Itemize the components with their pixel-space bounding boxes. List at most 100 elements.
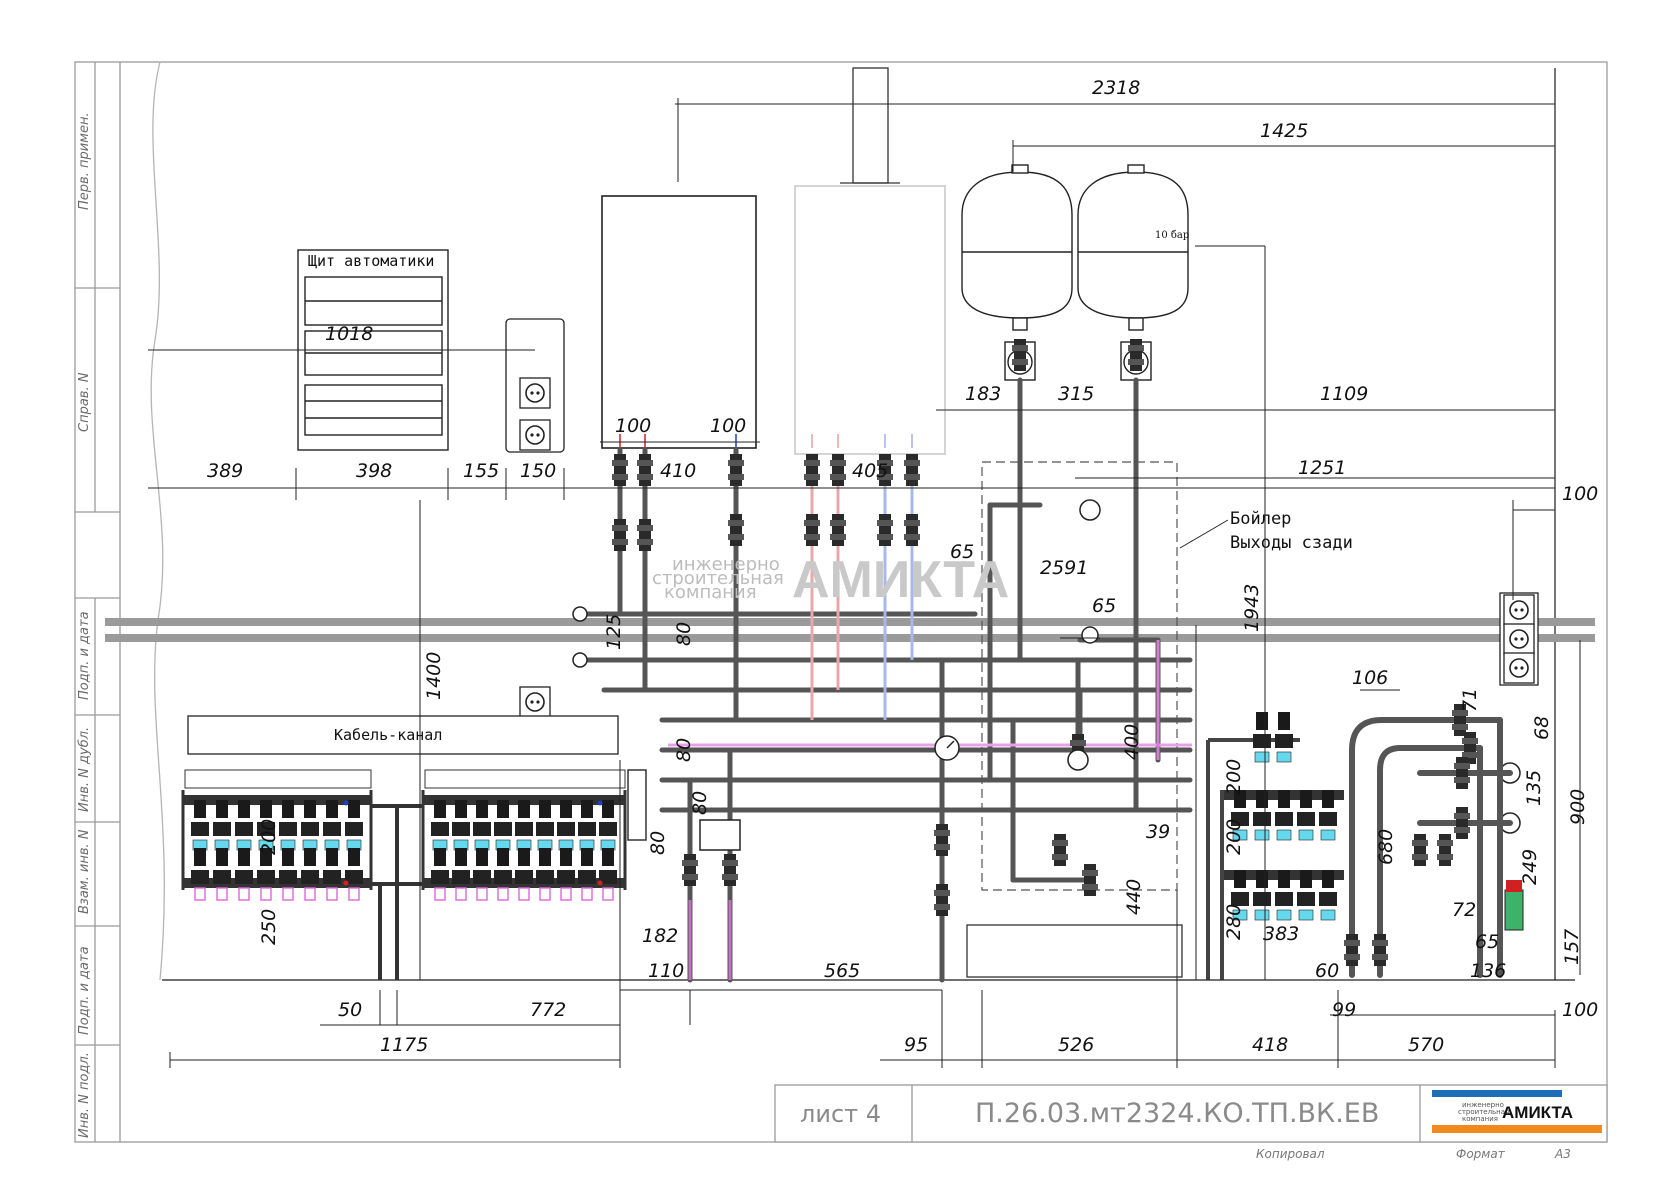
frame-side-labels: Перв. примен. Справ. N Подп. и дата Инв.… bbox=[77, 112, 92, 1138]
dim-565: 565 bbox=[824, 960, 860, 982]
dim-1943: 1943 bbox=[1241, 584, 1263, 632]
dim-100-a: 100 bbox=[615, 415, 651, 437]
dim-65-c: 65 bbox=[1475, 931, 1499, 953]
socket-box bbox=[505, 318, 565, 453]
company-logo: инженерно строительная компания АМИКТА bbox=[1432, 1090, 1602, 1133]
dim-39: 39 bbox=[1146, 821, 1170, 843]
dim-2318: 2318 bbox=[1092, 77, 1140, 99]
boiler-label-2: Выходы сзади bbox=[1230, 533, 1353, 553]
manifold-right bbox=[1206, 711, 1344, 980]
cable-channel bbox=[187, 715, 619, 755]
dim-183: 183 bbox=[965, 383, 1001, 405]
dim-2591: 2591 bbox=[1040, 557, 1088, 579]
dim-65-b: 65 bbox=[1092, 595, 1116, 617]
dim-200-c: 200 bbox=[1223, 819, 1245, 855]
side-label-dup: Инв. N дубл. bbox=[77, 727, 92, 812]
dim-1109: 1109 bbox=[1320, 383, 1368, 405]
dim-68: 68 bbox=[1531, 716, 1553, 740]
watermark-line2: строительная bbox=[652, 568, 784, 589]
side-label-sign-1: Подп. и дата bbox=[77, 611, 92, 700]
dim-71: 71 bbox=[1459, 688, 1481, 712]
dim-389: 389 bbox=[207, 460, 243, 482]
dimension-lines bbox=[148, 98, 1581, 1068]
manifold-left-link bbox=[371, 769, 647, 980]
boiler-electric bbox=[794, 185, 946, 455]
cable-channel-label: Кабель-канал bbox=[334, 726, 442, 744]
boiler-gas bbox=[601, 195, 757, 449]
dim-80-d: 80 bbox=[647, 831, 669, 855]
dim-99: 99 bbox=[1332, 999, 1356, 1021]
watermark: инженерно строительная компания АМИКТА bbox=[652, 551, 1009, 609]
manifold-left-b bbox=[421, 769, 627, 901]
chimney bbox=[840, 67, 900, 184]
format-label: Формат bbox=[1456, 1147, 1506, 1161]
dim-60: 60 bbox=[1315, 960, 1339, 982]
logo-brand: АМИКТА bbox=[1502, 1103, 1573, 1122]
dim-1425: 1425 bbox=[1260, 120, 1308, 142]
dim-400: 400 bbox=[1121, 724, 1143, 760]
logo-sub-1: инженерно bbox=[1462, 1101, 1504, 1109]
logo-sub-2: строительная bbox=[1458, 1108, 1509, 1116]
watermark-line1: инженерно bbox=[672, 554, 780, 575]
boiler-label-1: Бойлер bbox=[1230, 509, 1291, 529]
dim-200-a: 200 bbox=[1223, 759, 1245, 795]
right-socket-block bbox=[1499, 592, 1539, 686]
dim-249: 249 bbox=[1519, 849, 1541, 885]
dim-280: 280 bbox=[1223, 904, 1245, 940]
side-label-replace: Взам. инв. N bbox=[77, 829, 92, 914]
dim-440: 440 bbox=[1123, 879, 1145, 915]
sheet-number: лист 4 bbox=[800, 1100, 881, 1128]
cable-tray bbox=[105, 618, 1595, 642]
dim-250: 250 bbox=[258, 909, 280, 945]
side-label-ref: Справ. N bbox=[77, 372, 92, 432]
dim-398: 398 bbox=[356, 460, 392, 482]
side-label-first-use: Перв. примен. bbox=[77, 112, 92, 210]
dim-1018: 1018 bbox=[325, 323, 373, 345]
panel-label: Щит автоматики bbox=[308, 252, 434, 270]
dim-110: 110 bbox=[648, 960, 684, 982]
dim-80-b: 80 bbox=[673, 738, 695, 762]
logo-sub-3: компания bbox=[1462, 1115, 1498, 1123]
dim-772: 772 bbox=[530, 999, 566, 1021]
dim-106: 106 bbox=[1352, 667, 1388, 689]
boiler-label: Бойлер Выходы сзади bbox=[1179, 509, 1353, 553]
dim-65-a: 65 bbox=[950, 541, 974, 563]
dim-135: 135 bbox=[1523, 770, 1545, 806]
dim-680: 680 bbox=[1375, 829, 1397, 865]
tank-pressure-label: 10 бар bbox=[1155, 230, 1189, 241]
automation-panel bbox=[297, 249, 449, 451]
side-label-sign-2: Подп. и дата bbox=[77, 946, 92, 1035]
dim-182: 182 bbox=[642, 925, 678, 947]
watermark-line3: компания bbox=[664, 582, 757, 603]
dim-100-c: 100 bbox=[1562, 483, 1598, 505]
dim-125: 125 bbox=[603, 614, 625, 650]
wall-socket bbox=[519, 686, 551, 718]
dim-410: 410 bbox=[660, 460, 696, 482]
dim-418: 418 bbox=[1252, 1034, 1288, 1056]
dim-155: 155 bbox=[463, 460, 499, 482]
dim-200-b: 200 bbox=[258, 819, 280, 855]
dim-1400: 1400 bbox=[423, 652, 445, 700]
dim-900: 900 bbox=[1567, 789, 1589, 825]
dim-315: 315 bbox=[1058, 383, 1094, 405]
dim-136: 136 bbox=[1470, 960, 1506, 982]
boiler-zone bbox=[981, 461, 1178, 891]
piping-colored bbox=[668, 455, 1192, 980]
expansion-tank-1 bbox=[961, 164, 1073, 381]
floor-pedestal bbox=[966, 924, 1183, 978]
watermark-brand: АМИКТА bbox=[792, 551, 1009, 609]
dimension-labels: 2318 1425 1018 183 315 1109 389 398 155 … bbox=[207, 77, 1598, 1056]
dim-100-d: 100 bbox=[1562, 999, 1598, 1021]
dim-50: 50 bbox=[338, 999, 362, 1021]
dim-405: 405 bbox=[852, 460, 888, 482]
dim-80-a: 80 bbox=[673, 622, 695, 646]
right-hydraulic-valves bbox=[1344, 704, 1524, 966]
dim-1251: 1251 bbox=[1298, 457, 1346, 479]
dim-72: 72 bbox=[1452, 899, 1476, 921]
dim-1175: 1175 bbox=[380, 1034, 428, 1056]
dim-80-c: 80 bbox=[689, 791, 711, 815]
dim-526: 526 bbox=[1058, 1034, 1094, 1056]
dim-157: 157 bbox=[1561, 929, 1583, 965]
side-label-orig: Инв. N подл. bbox=[77, 1052, 92, 1138]
